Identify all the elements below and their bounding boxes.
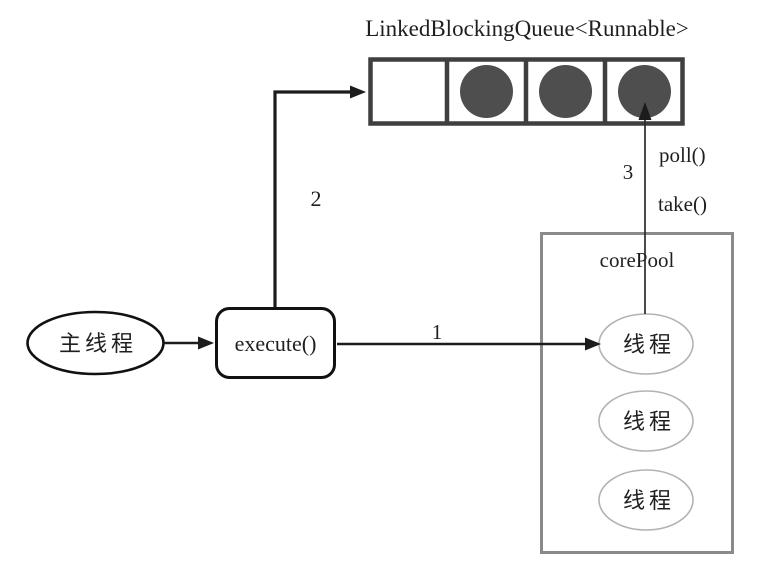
arrow-1-head-icon: [585, 337, 601, 351]
arrow-2-head-icon: [350, 85, 366, 99]
execute-node: [215, 307, 336, 379]
take-label: take(): [658, 192, 707, 216]
core-pool-label: corePool: [600, 248, 675, 272]
step-3-label: 3: [623, 160, 634, 184]
queue-title: LinkedBlockingQueue<Runnable>: [365, 16, 689, 41]
main-thread-node: [26, 310, 165, 376]
step-1-label: 1: [432, 320, 443, 344]
arrow-3-head-icon: [638, 102, 652, 120]
thread-node-3-label: 线程: [623, 488, 675, 513]
thread-node-3: [598, 469, 694, 531]
arrow-main-head-icon: [198, 336, 214, 350]
execute-label: execute(): [235, 331, 317, 356]
blocking-queue: [368, 57, 685, 126]
thread-node-2-label: 线程: [623, 409, 675, 434]
step-2-label: 2: [311, 186, 322, 211]
thread-node-2: [598, 390, 694, 452]
arrow-2-line: [273, 90, 351, 310]
thread-node-1-label: 线程: [623, 332, 675, 357]
main-thread-label: 主线程: [59, 331, 137, 356]
queue-tasks: [460, 65, 671, 118]
queued-task-circle: [618, 65, 671, 118]
queued-task-circle: [460, 65, 513, 118]
queued-task-circle: [539, 65, 592, 118]
poll-label: poll(): [659, 143, 706, 167]
